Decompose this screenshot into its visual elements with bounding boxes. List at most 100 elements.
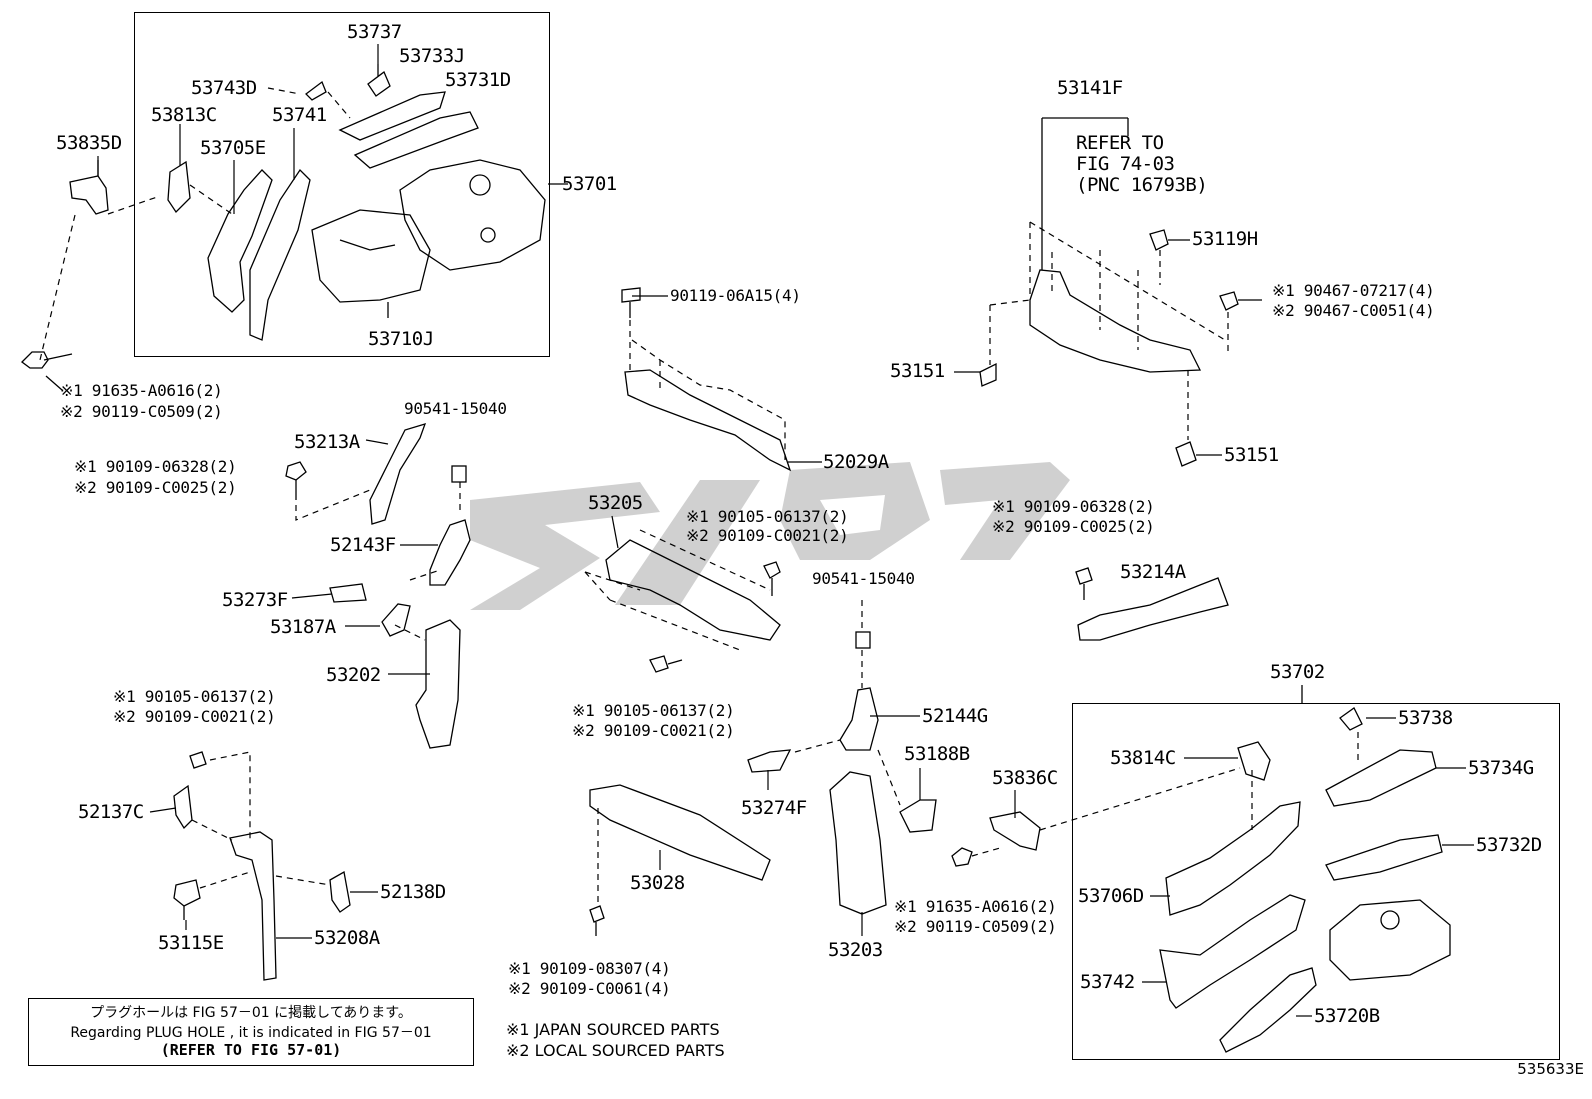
note-box: プラグホールは FIG 57－01 に掲載してあります。 Regarding P… <box>28 998 474 1066</box>
label-53214A: 53214A <box>1120 561 1186 583</box>
legend-japan-sourced: ※1 JAPAN SOURCED PARTS <box>506 1020 720 1039</box>
label-53701: 53701 <box>562 173 617 195</box>
label-53738: 53738 <box>1398 707 1453 729</box>
label-53203: 53203 <box>828 939 883 961</box>
part-53274F <box>747 749 792 773</box>
part-53710J <box>311 209 431 303</box>
cushion-90541-label-b: 90541-15040 <box>812 569 915 588</box>
part-53720B <box>1219 967 1317 1053</box>
part-53702-apron <box>1329 899 1451 981</box>
part-52143F <box>429 519 471 586</box>
bolt-90109-c <box>589 905 605 923</box>
label-53187A: 53187A <box>270 616 336 638</box>
bolt-90467 <box>1219 291 1239 311</box>
label-53742: 53742 <box>1080 971 1135 993</box>
label-52143F: 52143F <box>330 534 396 556</box>
label-53835D: 53835D <box>56 132 122 154</box>
fastener-90109-06328-jp: ※1 90109-06328(2) <box>74 457 237 476</box>
fastener-90109-C0061-local: ※2 90109-C0061(4) <box>508 979 671 998</box>
fastener-90119-C0509-b-local: ※2 90119-C0509(2) <box>894 917 1057 936</box>
label-53741: 53741 <box>272 104 327 126</box>
label-53733J: 53733J <box>399 45 465 67</box>
label-53151-b: 53151 <box>1224 444 1279 466</box>
label-53028: 53028 <box>630 872 685 894</box>
watermark-logo <box>470 462 1070 610</box>
label-53702: 53702 <box>1270 661 1325 683</box>
label-53813C: 53813C <box>151 104 217 126</box>
part-53119H <box>1149 229 1169 251</box>
fastener-91635-b-jp: ※1 91635-A0616(2) <box>894 897 1057 916</box>
label-53836C: 53836C <box>992 767 1058 789</box>
note-japanese: プラグホールは FIG 57－01 に掲載してあります。 <box>90 1005 412 1021</box>
part-53738 <box>1339 707 1363 731</box>
bolt-90105-c <box>189 751 207 769</box>
cushion-90541-label-a: 90541-15040 <box>404 399 507 418</box>
fastener-90109-06328-b-jp: ※1 90109-06328(2) <box>992 497 1155 516</box>
part-52137C <box>173 784 193 830</box>
label-53202: 53202 <box>326 664 381 686</box>
bolt-91635-b <box>951 847 973 867</box>
bolt-90109-a <box>285 461 307 481</box>
label-53213A: 53213A <box>294 431 360 453</box>
group-box-53701 <box>134 12 550 357</box>
part-53151-a <box>979 362 997 387</box>
part-53737 <box>367 70 391 97</box>
label-53743D: 53743D <box>191 77 257 99</box>
legend-local-sourced: ※2 LOCAL SOURCED PARTS <box>506 1041 725 1060</box>
label-53205: 53205 <box>588 492 643 514</box>
part-53202 <box>415 619 461 749</box>
cushion-90541-b <box>855 631 871 649</box>
fastener-91635-jp: ※1 91635-A0616(2) <box>60 381 223 400</box>
label-52144G: 52144G <box>922 705 988 727</box>
label-53274F: 53274F <box>741 797 807 819</box>
label-53734G: 53734G <box>1468 757 1534 779</box>
part-53706D <box>1165 801 1301 916</box>
fastener-90105-c-jp: ※1 90105-06137(2) <box>113 687 276 706</box>
label-53706D: 53706D <box>1078 885 1144 907</box>
part-53028 <box>589 784 771 881</box>
part-53836C <box>989 811 1041 851</box>
part-53701-apron <box>399 159 546 271</box>
note-reference: (REFER TO FIG 57-01) <box>160 1041 342 1059</box>
part-53705E <box>207 169 273 313</box>
part-53187A <box>381 603 411 637</box>
part-53731D <box>353 111 479 169</box>
cushion-90541-a <box>451 465 467 483</box>
part-53115E <box>173 879 201 907</box>
part-53835D <box>69 175 109 215</box>
part-53742 <box>1159 894 1306 1009</box>
note-english: Regarding PLUG HOLE , it is indicated in… <box>70 1025 432 1041</box>
label-53141F: 53141F <box>1057 77 1123 99</box>
part-53141F <box>1029 269 1202 373</box>
fastener-90105-a-jp: ※1 90105-06137(2) <box>686 507 849 526</box>
label-53188B: 53188B <box>904 743 970 765</box>
part-52138D <box>329 870 351 913</box>
bolt-90105-b <box>649 655 669 673</box>
part-53743D <box>305 80 327 101</box>
bolt-90119 <box>621 287 641 303</box>
part-53188B <box>899 799 937 833</box>
refer-line2: FIG 74-03 <box>1076 153 1175 175</box>
group-box-53702 <box>1072 703 1560 1060</box>
part-53208A <box>229 831 277 981</box>
fastener-90109-C0021-c-local: ※2 90109-C0021(2) <box>113 707 276 726</box>
label-52138D: 52138D <box>380 881 446 903</box>
refer-line3: (PNC 16793B) <box>1076 174 1208 196</box>
fastener-91635-local: ※2 90119-C0509(2) <box>60 402 223 421</box>
refer-line1: REFER TO <box>1076 132 1164 154</box>
bolt-90109-b <box>1075 567 1093 585</box>
part-53205 <box>605 539 781 641</box>
label-53737: 53737 <box>347 21 402 43</box>
label-52137C: 52137C <box>78 801 144 823</box>
label-53732D: 53732D <box>1476 834 1542 856</box>
figure-id: 535633E <box>1517 1060 1584 1078</box>
label-53151-a: 53151 <box>890 360 945 382</box>
label-52029A: 52029A <box>823 451 889 473</box>
part-53814C <box>1237 741 1271 781</box>
label-53705E: 53705E <box>200 137 266 159</box>
bolt-91635 <box>21 351 49 369</box>
fastener-90109-C0021-b-local: ※2 90109-C0021(2) <box>572 721 735 740</box>
label-53710J: 53710J <box>368 328 434 350</box>
fastener-90109-C0025-local: ※2 90109-C0025(2) <box>74 478 237 497</box>
